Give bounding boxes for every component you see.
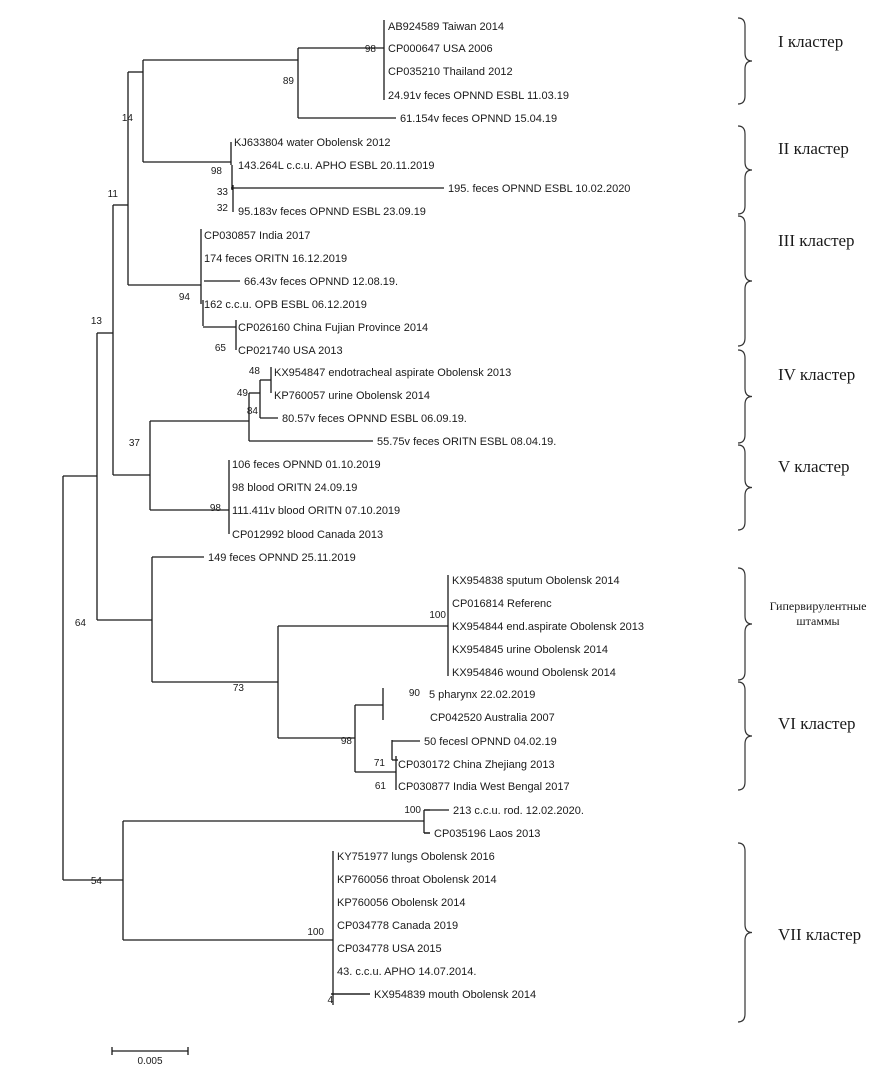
tree-branches [62, 20, 449, 1005]
leaf-label: CP030172 China Zhejiang 2013 [398, 759, 555, 771]
cluster-label: IV кластер [778, 365, 855, 384]
bootstrap-value: 64 [75, 618, 87, 629]
leaf-label: CP034778 USA 2015 [337, 943, 442, 955]
leaf-label: 162 c.c.u. OPB ESBL 06.12.2019 [204, 299, 367, 311]
bootstrap-value: 11 [108, 189, 119, 200]
bootstrap-value: 71 [374, 758, 386, 769]
bootstrap-value: 48 [249, 366, 261, 377]
bootstrap-value: 32 [217, 203, 229, 214]
bootstrap-value: 90 [409, 688, 421, 699]
scale-bar-label: 0.005 [137, 1056, 162, 1066]
leaf-label: 24.91v feces OPNND ESBL 11.03.19 [388, 90, 569, 102]
leaf-label: 5 pharynx 22.02.2019 [429, 689, 535, 701]
bootstrap-value: 100 [404, 805, 421, 816]
leaf-label: 80.57v feces OPNND ESBL 06.09.19. [282, 413, 467, 425]
bootstrap-value: 4 [327, 995, 333, 1006]
bootstrap-value: 14 [122, 113, 134, 124]
cluster-label: II кластер [778, 139, 849, 158]
leaf-label: 66.43v feces OPNND 12.08.19. [244, 276, 398, 288]
cluster-brace [737, 125, 753, 215]
leaf-label: CP034778 Canada 2019 [337, 920, 458, 932]
leaf-label: KX954846 wound Obolensk 2014 [452, 667, 616, 679]
leaf-label: 55.75v feces ORITN ESBL 08.04.19. [377, 436, 556, 448]
cluster-label: V кластер [778, 457, 850, 476]
leaf-label: KP760057 urine Obolensk 2014 [274, 390, 430, 402]
cluster-brace [737, 17, 753, 105]
leaf-label: 149 feces OPNND 25.11.2019 [208, 552, 356, 564]
cluster-brace [737, 681, 753, 791]
bootstrap-value: 100 [307, 927, 324, 938]
leaf-label: CP030857 India 2017 [204, 230, 310, 242]
leaf-label: KJ633804 water Obolensk 2012 [234, 137, 391, 149]
leaf-label: 50 fecesl OPNND 04.02.19 [424, 736, 557, 748]
cluster-brace [737, 444, 753, 531]
leaf-label: KX954847 endotracheal aspirate Obolensk … [274, 367, 511, 379]
bootstrap-value: 49 [237, 388, 249, 399]
leaf-label: KX954845 urine Obolensk 2014 [452, 644, 608, 656]
leaf-label: KP760056 throat Obolensk 2014 [337, 874, 497, 886]
bootstrap-value: 94 [179, 292, 191, 303]
bootstrap-value: 98 [341, 736, 353, 747]
leaf-label: 195. feces OPNND ESBL 10.02.2020 [448, 183, 630, 195]
cluster-brace [737, 349, 753, 444]
cluster-label: VII кластер [778, 925, 861, 944]
cluster-label: Гипервирулентные [770, 599, 867, 613]
cluster-label: III кластер [778, 231, 855, 250]
leaf-label: KX954844 end.aspirate Obolensk 2013 [452, 621, 644, 633]
leaf-label: 213 c.c.u. rod. 12.02.2020. [453, 805, 584, 817]
leaf-label: CP021740 USA 2013 [238, 345, 343, 357]
leaf-label: CP026160 China Fujian Province 2014 [238, 322, 428, 334]
bootstrap-value: 61 [375, 781, 387, 792]
cluster-brace [737, 842, 753, 1023]
bootstrap-value: 89 [283, 76, 295, 87]
leaf-label: 98 blood ORITN 24.09.19 [232, 482, 357, 494]
leaf-label: CP012992 blood Canada 2013 [232, 529, 383, 541]
bootstrap-value: 98 [211, 166, 223, 177]
cluster-label: VI кластер [778, 714, 856, 733]
bootstrap-value: 100 [429, 610, 446, 621]
leaf-label: KY751977 lungs Obolensk 2016 [337, 851, 495, 863]
bootstrap-value: 33 [217, 187, 229, 198]
leaf-label: 95.183v feces OPNND ESBL 23.09.19 [238, 206, 426, 218]
leaf-label: 61.154v feces OPNND 15.04.19 [400, 113, 557, 125]
leaf-label: 143.264L c.c.u. APHO ESBL 20.11.2019 [238, 160, 435, 172]
leaf-label: CP030877 India West Bengal 2017 [398, 781, 570, 793]
leaf-label: 106 feces OPNND 01.10.2019 [232, 459, 381, 471]
cluster-label: I кластер [778, 32, 843, 51]
bootstrap-value: 98 [210, 503, 222, 514]
scale-bar: 0.005 [111, 1047, 189, 1066]
bootstrap-value: 65 [215, 343, 227, 354]
cluster-brace [737, 567, 753, 681]
bootstrap-value: 98 [365, 44, 377, 55]
leaf-label: 111.411v blood ORITN 07.10.2019 [232, 505, 400, 517]
bootstrap-value: 54 [91, 876, 103, 887]
leaf-label: CP016814 Referenc [452, 598, 552, 610]
leaf-label: AB924589 Taiwan 2014 [388, 21, 504, 33]
bootstrap-value: 84 [247, 406, 259, 417]
bootstrap-value: 73 [233, 683, 245, 694]
cluster-label-line2: штаммы [796, 614, 839, 628]
leaf-label: 174 feces ORITN 16.12.2019 [204, 253, 347, 265]
leaf-label: 43. c.c.u. APHO 14.07.2014. [337, 966, 476, 978]
leaf-label: CP000647 USA 2006 [388, 43, 493, 55]
leaf-label: CP042520 Australia 2007 [430, 712, 555, 724]
leaf-label: CP035196 Laos 2013 [434, 828, 540, 840]
leaf-label: KX954838 sputum Obolensk 2014 [452, 575, 620, 587]
leaf-label: KP760056 Obolensk 2014 [337, 897, 465, 909]
bootstrap-value: 13 [91, 316, 103, 327]
leaf-label: CP035210 Thailand 2012 [388, 66, 513, 78]
leaf-label: KX954839 mouth Obolensk 2014 [374, 989, 536, 1001]
cluster-brace [737, 215, 753, 347]
bootstrap-value: 37 [129, 438, 141, 449]
